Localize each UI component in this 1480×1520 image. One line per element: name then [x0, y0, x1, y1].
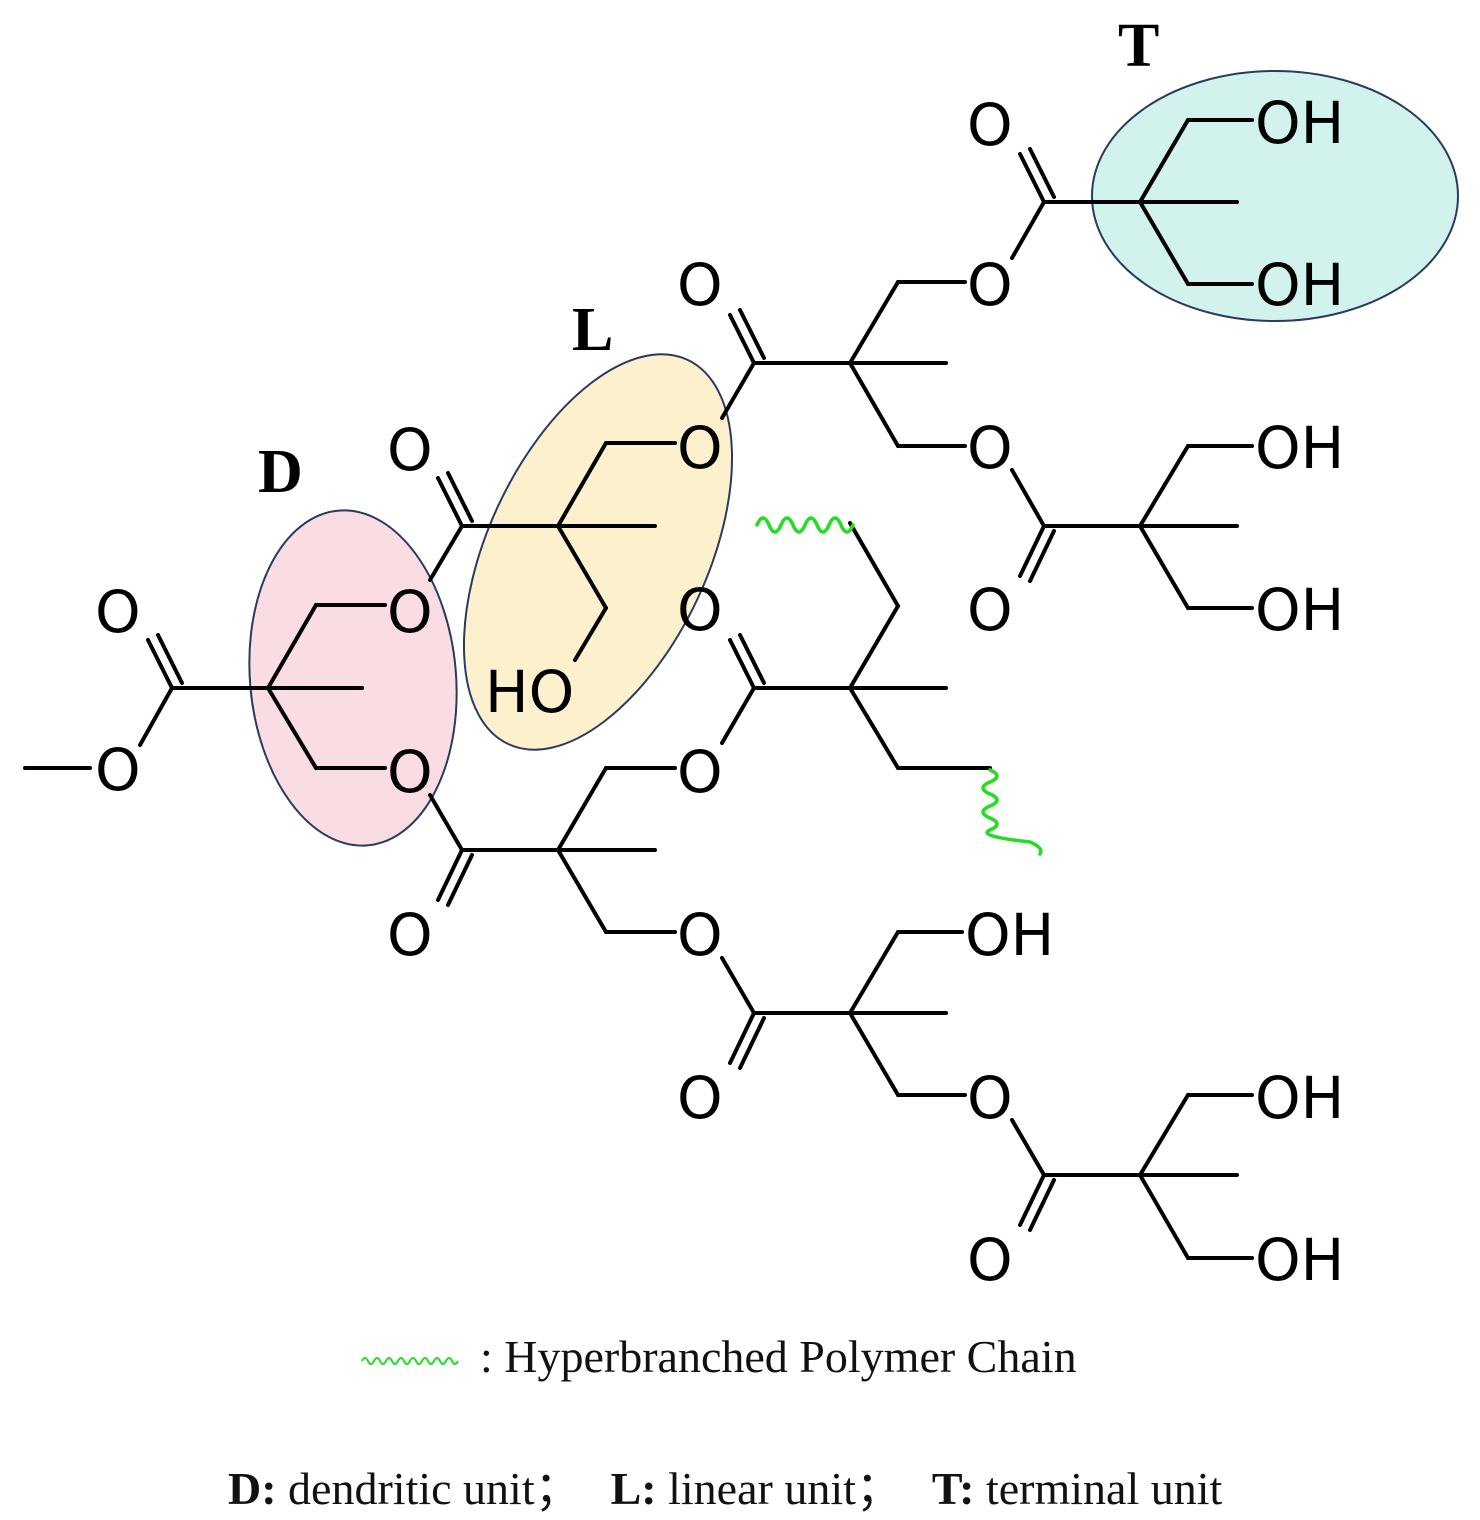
legend-text-l: linear unit；	[656, 1463, 902, 1514]
atom-o: O	[967, 1226, 1013, 1294]
legend-chain-text: : Hyperbranched Polymer Chain	[480, 1331, 1077, 1382]
atom-o: O	[95, 578, 141, 646]
atom-o: O	[967, 576, 1013, 644]
atom-oh: OH	[1255, 89, 1344, 157]
linear-unit-highlight	[462, 353, 734, 751]
atom-o: O	[95, 736, 141, 804]
unit-label-l: L	[572, 296, 613, 364]
legend-units: D: dendritic unit； L: linear unit； T: term…	[228, 1452, 1222, 1518]
atom-o: O	[967, 1064, 1013, 1132]
atom-o: O	[967, 91, 1013, 159]
atom-oh: OH	[1255, 251, 1344, 319]
terminal-unit-highlight	[1091, 70, 1459, 322]
atom-oh: OH	[1255, 1226, 1344, 1294]
legend-text-t: terminal unit	[974, 1463, 1223, 1514]
unit-label-d: D	[258, 438, 303, 506]
atom-o: O	[677, 251, 723, 319]
atom-o: O	[387, 901, 433, 969]
legend-key-d: D:	[228, 1463, 277, 1514]
atom-o: O	[967, 414, 1013, 482]
polymer-chain-wave-lower	[981, 768, 1043, 856]
atom-o: O	[677, 738, 723, 806]
polymer-chain-wave-upper	[755, 516, 855, 534]
atom-oh: OH	[1255, 414, 1344, 482]
atom-o: O	[677, 901, 723, 969]
atom-labels: O O O O O O HO O O O O OH OH OH O OH O O…	[95, 89, 1344, 1294]
atom-o: O	[387, 416, 433, 484]
atom-o: O	[677, 414, 723, 482]
legend-chain: : Hyperbranched Polymer Chain	[360, 1330, 1077, 1383]
unit-label-t: T	[1118, 12, 1159, 80]
atom-ho: HO	[485, 658, 574, 726]
atom-o: O	[967, 251, 1013, 319]
structure-svg: O O O O O O HO O O O O OH OH OH O OH O O…	[23, 12, 1459, 1294]
legend-key-t: T:	[931, 1463, 975, 1514]
bond-lines	[23, 118, 1254, 1260]
atom-oh: OH	[1255, 576, 1344, 644]
polymer-chain-legend-icon	[361, 1357, 459, 1366]
atom-oh: OH	[965, 901, 1054, 969]
legend-key-l: L:	[610, 1463, 657, 1514]
legend-text-d: dendritic unit；	[276, 1463, 581, 1514]
atom-oh: OH	[1255, 1064, 1344, 1132]
atom-o: O	[677, 576, 723, 644]
atom-o: O	[677, 1064, 723, 1132]
atom-o: O	[387, 738, 433, 806]
atom-o: O	[387, 578, 433, 646]
